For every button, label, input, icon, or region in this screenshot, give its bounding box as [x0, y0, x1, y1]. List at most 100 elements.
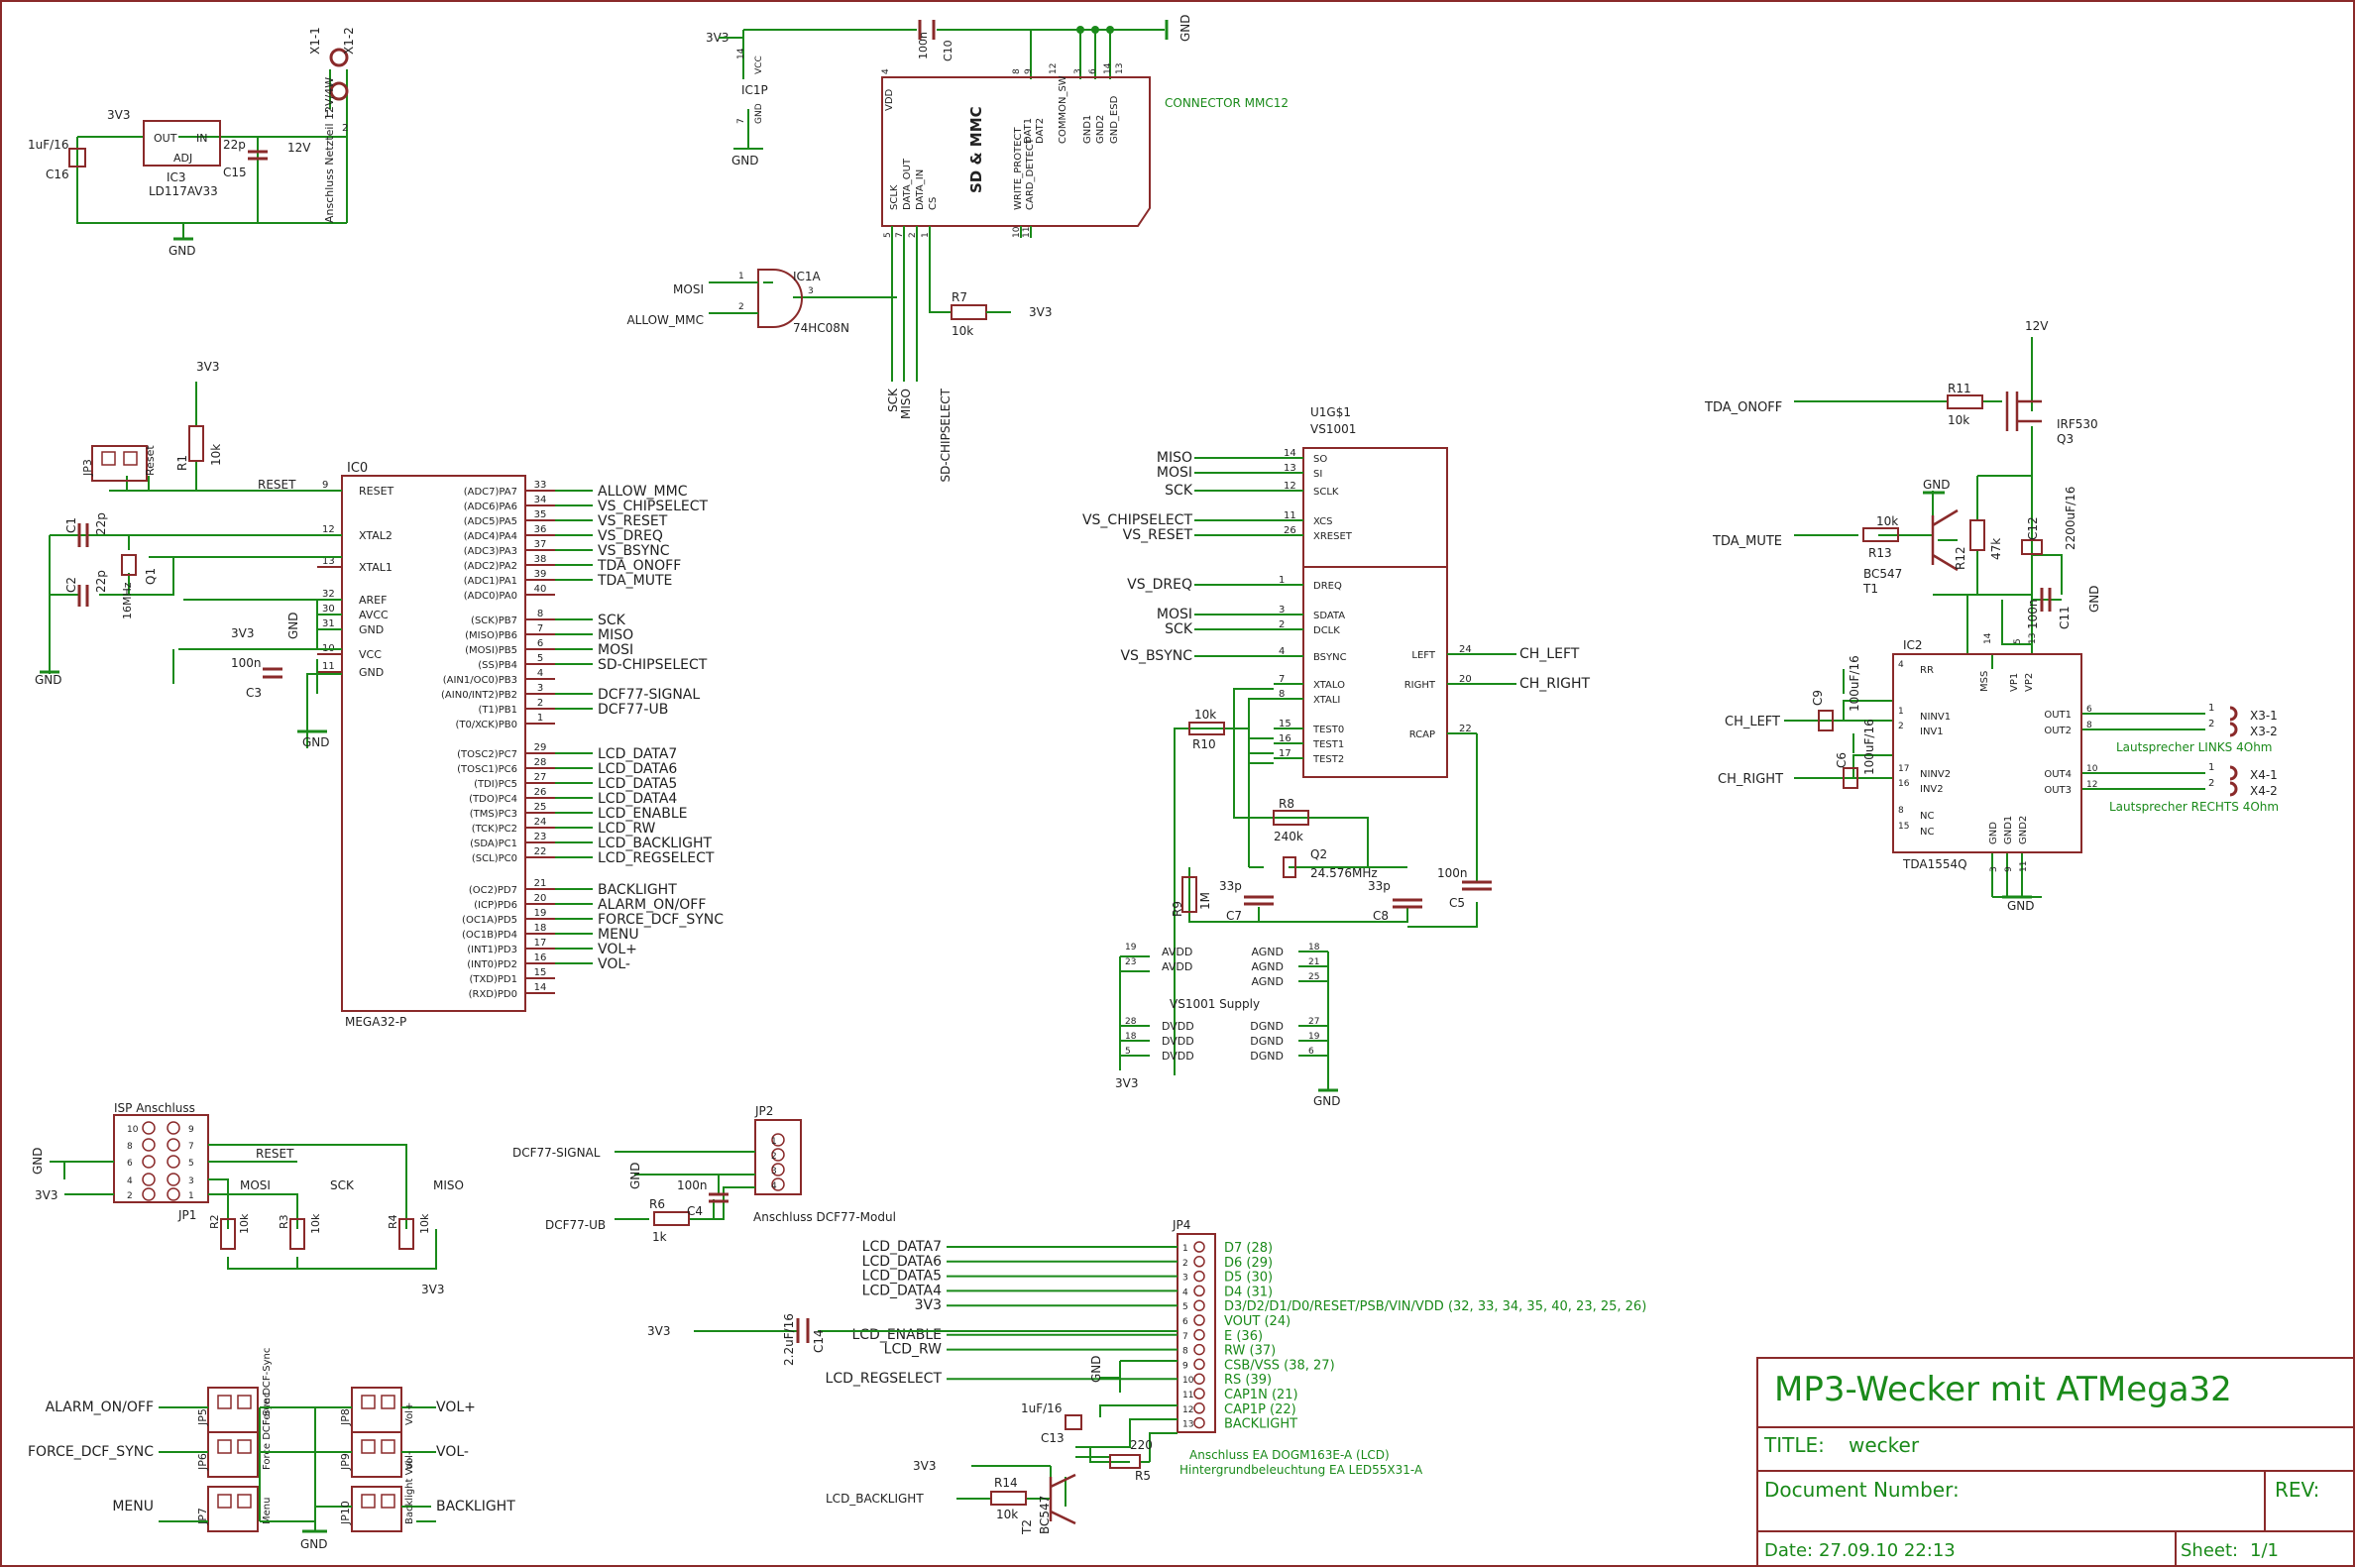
isp-pin-pad	[167, 1155, 180, 1169]
lcd-pin-number: 12	[1182, 1405, 1193, 1415]
gate-name: IC1A	[793, 270, 822, 283]
junction	[1091, 26, 1099, 34]
title-block	[1756, 1357, 2355, 1567]
title-value: wecker	[1849, 1433, 1920, 1457]
gate-pin2: 2	[738, 302, 744, 312]
gate-pin3: 3	[808, 286, 814, 296]
r4-resistor	[398, 1218, 414, 1250]
button-left-name: JP7	[196, 1508, 209, 1525]
r4-name: R4	[387, 1214, 399, 1229]
amp-bottom-pin-number: 3	[1989, 866, 1999, 872]
r4-value: 10k	[418, 1213, 431, 1234]
t1-gnd: GND	[1923, 478, 1951, 492]
button-right-net: BACKLIGHT	[436, 1499, 515, 1514]
mcu-left-pin-number: 9	[322, 480, 328, 491]
lcd-pin-label: RW (37)	[1224, 1344, 1276, 1359]
mmc-top-pin-name: DAT1	[1023, 118, 1034, 144]
r8-resistor	[1273, 810, 1309, 826]
mcu-right-pin-function: (TCK)PC2	[472, 824, 517, 835]
mmc-top-pin-name: DAT2	[1035, 118, 1046, 144]
vs1001-supply-wires	[1119, 951, 1329, 1090]
r12-value: 47k	[1989, 538, 2003, 560]
mmc-connector-label: CONNECTOR MMC12	[1165, 96, 1289, 110]
q2-crystal	[1283, 856, 1296, 878]
mcu-left-pin-name: VCC	[359, 648, 382, 661]
r9-name: R9	[1171, 901, 1184, 917]
vs1001-upper-block	[1302, 447, 1448, 568]
mcu-right-net: LCD_DATA7	[598, 746, 677, 762]
mmc-top-pin-name: VDD	[884, 88, 895, 111]
lcd-pin-number: 6	[1182, 1317, 1188, 1327]
c5-capacitor	[1462, 880, 1492, 891]
date-value: 27.09.10 22:13	[1819, 1540, 1956, 1561]
r7-value: 10k	[952, 324, 973, 338]
c8-value: 33p	[1368, 879, 1391, 893]
mcu-gnd2: GND	[286, 612, 300, 639]
c10-name: C10	[942, 40, 954, 61]
mmc-data-in: DATA_IN	[915, 169, 926, 210]
mmc-top-pin-number: 4	[881, 68, 891, 74]
r7-name: R7	[952, 290, 967, 304]
button-left-pin	[237, 1395, 252, 1409]
vs-supply-right-name: DGND	[1250, 1020, 1284, 1033]
mcu-left-pin-number: 32	[322, 589, 335, 600]
vs-left-pin-number: 1	[1279, 575, 1285, 586]
vs-left-net: VS_RESET	[1123, 527, 1193, 543]
amp-left-pin-name: INV2	[1920, 784, 1944, 795]
vs-supply-left-number: 28	[1125, 1017, 1137, 1027]
c16-name: C16	[46, 168, 69, 181]
mcu-right-net: VS_RESET	[598, 513, 668, 529]
mcu-right-pin-number: 8	[537, 609, 543, 619]
mmc-write-protect: WRITE_PROTECT	[1013, 127, 1024, 210]
ic1p-name: IC1P	[741, 83, 768, 97]
ic1p-gnd-symbol-label: GND	[731, 154, 759, 168]
lcd-pin-number: 2	[1182, 1259, 1188, 1269]
mcu-right-net: LCD_ENABLE	[598, 806, 688, 822]
mmc-top-pin-number: 3	[1073, 68, 1083, 74]
tda-onoff-net: TDA_ONOFF	[1704, 400, 1782, 415]
c15-name: C15	[223, 166, 247, 179]
vs-left-net: VS_DREQ	[1127, 577, 1192, 593]
lcd-left-net: LCD_RW	[884, 1342, 943, 1358]
isp-pin-number-left: 2	[127, 1191, 133, 1201]
mcu-right-net: LCD_RW	[598, 821, 656, 837]
mcu-right-net: FORCE_DCF_SYNC	[598, 912, 724, 928]
vs-right-pin-name: LEFT	[1411, 650, 1435, 661]
vs-left-pin-name: XRESET	[1313, 531, 1353, 542]
project-title: MP3-Wecker mit ATMega32	[1774, 1370, 2232, 1409]
isp-pin-number-right: 7	[188, 1142, 194, 1152]
mcu-right-net: LCD_BACKLIGHT	[598, 836, 713, 851]
mcu-right-pin-function: (AIN1/OC0)PB3	[443, 675, 517, 686]
isp-pin-number-left: 8	[127, 1142, 133, 1152]
x1-pin1: 1	[324, 109, 330, 120]
x3-pin1: 1	[2208, 703, 2214, 714]
mcu-right-pin-function: (SDA)PC1	[470, 839, 517, 849]
vs-supply-left-name: AVDD	[1162, 960, 1192, 973]
r11-name: R11	[1948, 382, 1971, 395]
c12-capacitor	[2021, 539, 2043, 555]
vs-left-net: VS_BSYNC	[1120, 648, 1192, 664]
lcd-desc1: Anschluss EA DOGM163E-A (LCD)	[1189, 1448, 1390, 1462]
button-left-net: MENU	[112, 1499, 154, 1514]
lcd-left-net: 3V3	[915, 1297, 942, 1313]
vs1001-lower-block	[1302, 566, 1448, 778]
isp-pin-pad	[167, 1187, 180, 1201]
c12-value: 2200uF/16	[2064, 487, 2077, 550]
button-right-body	[351, 1486, 402, 1532]
button-right-pin	[381, 1439, 395, 1454]
amp-right-pin-number: 8	[2086, 721, 2092, 730]
lcd-v3: 3V3	[647, 1324, 670, 1338]
mcu-right-net: LCD_DATA5	[598, 776, 677, 792]
mcu-right-net: VOL-	[598, 956, 630, 972]
mcu-right-net: MOSI	[598, 642, 633, 658]
jp3-pin2	[123, 451, 138, 466]
x1-1-label: X1-1	[308, 27, 322, 55]
amp-right-pin-name: OUT1	[2044, 710, 2072, 721]
mcu-right-pin-number: 21	[534, 878, 547, 889]
mmc-top-pin-name: GND2	[1095, 115, 1106, 144]
r10-value: 10k	[1194, 708, 1216, 722]
isp-pin-pad	[142, 1173, 156, 1186]
lcd-pin-number: 10	[1182, 1376, 1194, 1386]
